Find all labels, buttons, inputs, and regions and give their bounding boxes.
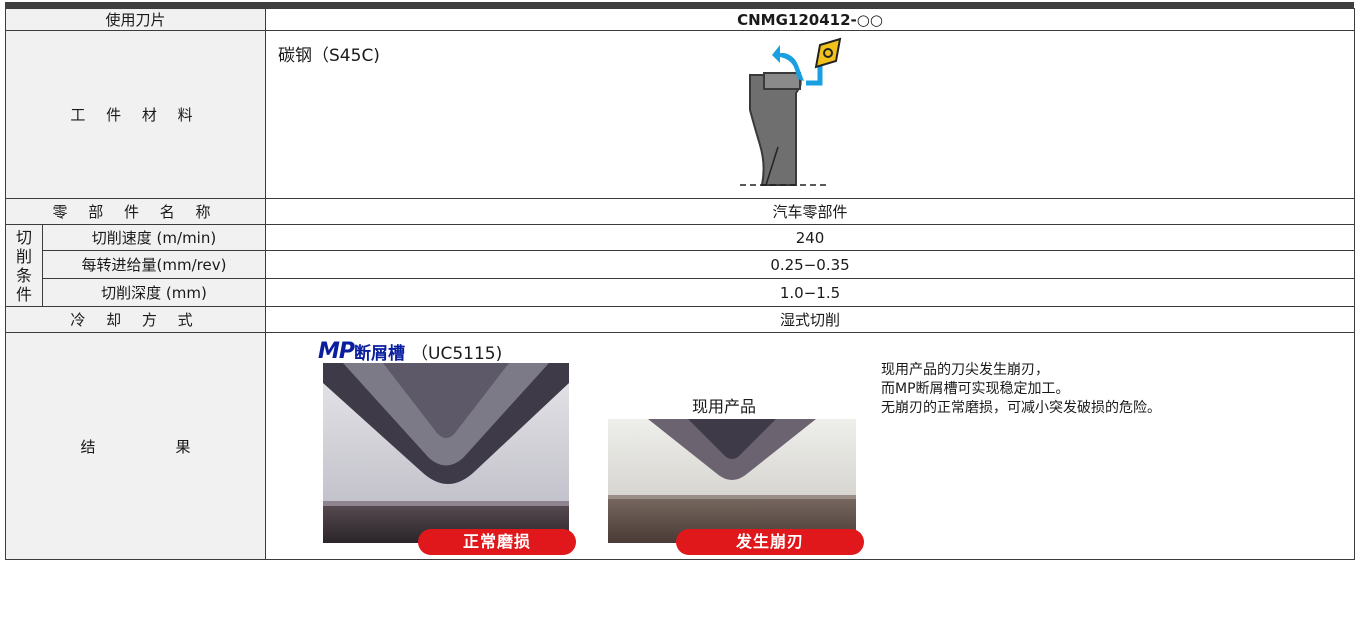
part-value: 汽车零部件	[265, 198, 1356, 225]
coolant-value: 湿式切削	[265, 306, 1356, 333]
mp-wear-photo	[323, 363, 570, 543]
label-insert: 使用刀片	[4, 8, 267, 31]
machining-diagram-icon	[740, 37, 842, 186]
label-part: 零 部 件 名 称	[4, 198, 267, 225]
row-coolant: 冷 却 方 式 湿式切削	[4, 306, 1356, 333]
cutting-speed-value: 240	[265, 224, 1356, 251]
row-depth: 切削深度 (mm) 1.0−1.5	[6, 278, 1356, 307]
existing-wear-photo	[608, 419, 857, 543]
label-cutting-speed: 切削速度 (m/min)	[41, 224, 267, 251]
row-part: 零 部 件 名 称 汽车零部件	[4, 198, 1356, 225]
row-result: 结果 MP 断屑槽 （UC5115)	[4, 332, 1356, 560]
depth-value: 1.0−1.5	[265, 278, 1356, 307]
insert-model: CNMG120412-○○	[265, 8, 1356, 31]
existing-product-label: 现用产品	[692, 397, 757, 416]
label-depth: 切削深度 (mm)	[41, 278, 267, 307]
badge-chipping: 发生崩刃	[676, 529, 865, 555]
case-study-table: 使用刀片 CNMG120412-○○ 工 件 材 料 碳钢（S45C) 零	[4, 8, 1356, 560]
row-speed: 切 削 条 件 切削速度 (m/min) 240	[5, 224, 1356, 307]
badge-normal-wear: 正常磨损	[418, 529, 577, 555]
top-bar	[0, 0, 1358, 8]
workpiece-material: 碳钢（S45C)	[278, 46, 380, 66]
label-feed: 每转进给量(mm/rev)	[41, 250, 267, 279]
row-feed: 每转进给量(mm/rev) 0.25−0.35	[6, 250, 1356, 279]
label-workpiece: 工 件 材 料	[4, 30, 267, 199]
row-insert: 使用刀片 CNMG120412-○○	[4, 8, 1356, 31]
mp-logo: MP	[318, 339, 355, 364]
row-workpiece: 工 件 材 料 碳钢（S45C)	[4, 30, 1356, 199]
workpiece-cell: 碳钢（S45C)	[265, 30, 1356, 199]
feed-value: 0.25−0.35	[265, 250, 1356, 279]
label-cutting-conditions: 切 削 条 件	[5, 224, 43, 307]
label-coolant: 冷 却 方 式	[4, 306, 267, 333]
note-line: 无崩刃的正常磨损，可减小突发破损的危险。	[881, 400, 1162, 416]
mp-chipbreaker-label: 断屑槽	[354, 344, 406, 364]
mp-grade: （UC5115)	[411, 344, 503, 364]
result-cell: MP 断屑槽 （UC5115)	[265, 332, 1356, 560]
note-line: 而MP断屑槽可实现稳定加工。	[881, 381, 1070, 397]
label-result: 结果	[4, 332, 267, 560]
result-notes: 现用产品的刀尖发生崩刃， 而MP断屑槽可实现稳定加工。 无崩刃的正常磨损，可减小…	[881, 361, 1161, 418]
note-line: 现用产品的刀尖发生崩刃，	[881, 362, 1050, 378]
mp-chipbreaker-title: MP 断屑槽 （UC5115)	[318, 339, 502, 364]
